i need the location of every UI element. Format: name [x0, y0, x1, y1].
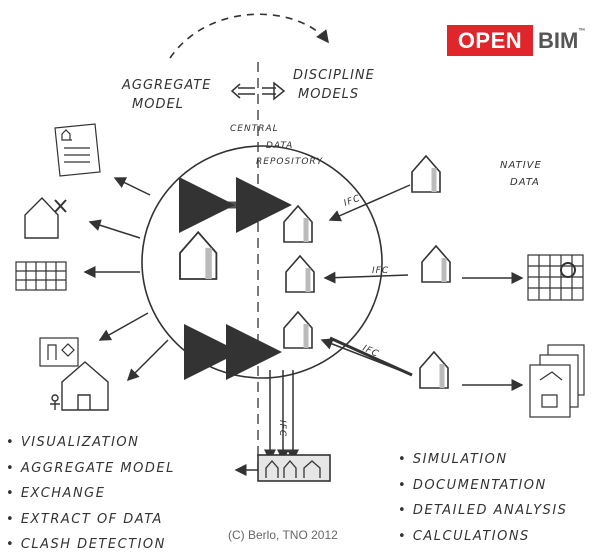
list-item: AGGREGATE MODEL [6, 456, 175, 482]
discipline-house-icon [286, 256, 314, 292]
list-item: DOCUMENTATION [398, 473, 567, 499]
ifc-thick-arrow [329, 336, 413, 377]
discipline-models-label: MODELS [298, 87, 359, 102]
house-with-person-icon [50, 361, 109, 411]
small-houses-icon [265, 460, 321, 478]
list-item: CALCULATIONS [398, 524, 567, 550]
drawings-stack-icon [529, 344, 585, 418]
grid-icon [15, 261, 67, 291]
ifc-label: IFC [277, 420, 287, 437]
dashed-arc-arrow [169, 13, 329, 59]
native-house-icon [422, 246, 450, 282]
discipline-house-icon [284, 312, 312, 348]
grid-analysis-icon [527, 254, 584, 301]
ifc-label: IFC [372, 266, 389, 276]
credit-text: (C) Berlo, TNO 2012 [228, 528, 338, 542]
aggregate-house-icon [179, 230, 218, 280]
list-item: SIMULATION [398, 447, 567, 473]
right-uses-list: SIMULATION DOCUMENTATION DETAILED ANALYS… [398, 447, 567, 549]
left-uses-list: VISUALIZATION AGGREGATE MODEL EXCHANGE E… [6, 430, 175, 558]
list-item: DETAILED ANALYSIS [398, 498, 567, 524]
aggregate-model-label: AGGREGATE [121, 78, 211, 93]
list-item: EXCHANGE [6, 481, 175, 507]
list-item: EXTRACT OF DATA [6, 507, 175, 533]
house-with-x-icon [24, 196, 67, 239]
discipline-house-icon [284, 206, 312, 242]
logo-bim-text: BIM [538, 28, 579, 53]
central-repository-label: CENTRAL [230, 124, 279, 134]
aggregate-arrow-icon [230, 83, 255, 99]
central-repository-label: DATA [266, 141, 293, 151]
openbim-logo: OPEN [447, 25, 533, 56]
clash-drawing-icon [39, 337, 79, 367]
list-item: CLASH DETECTION [6, 532, 175, 558]
flow-arrows [83, 177, 524, 476]
central-repository-circle [141, 145, 383, 379]
list-item: VISUALIZATION [6, 430, 175, 456]
openbim-logo-bim: BIM™ [538, 25, 585, 56]
aggregate-box [257, 454, 331, 482]
native-data-label: DATA [510, 177, 540, 188]
aggregate-model-label: MODEL [132, 97, 184, 112]
document-icon [54, 123, 101, 177]
native-house-icon [412, 156, 440, 192]
discipline-models-label: DISCIPLINE [293, 68, 375, 83]
discipline-arrow-icon [262, 81, 286, 101]
trademark-mark: ™ [578, 28, 586, 35]
central-repository-label: REPOSITORY [256, 157, 324, 167]
native-house-icon [420, 352, 448, 388]
native-data-label: NATIVE [500, 160, 542, 171]
